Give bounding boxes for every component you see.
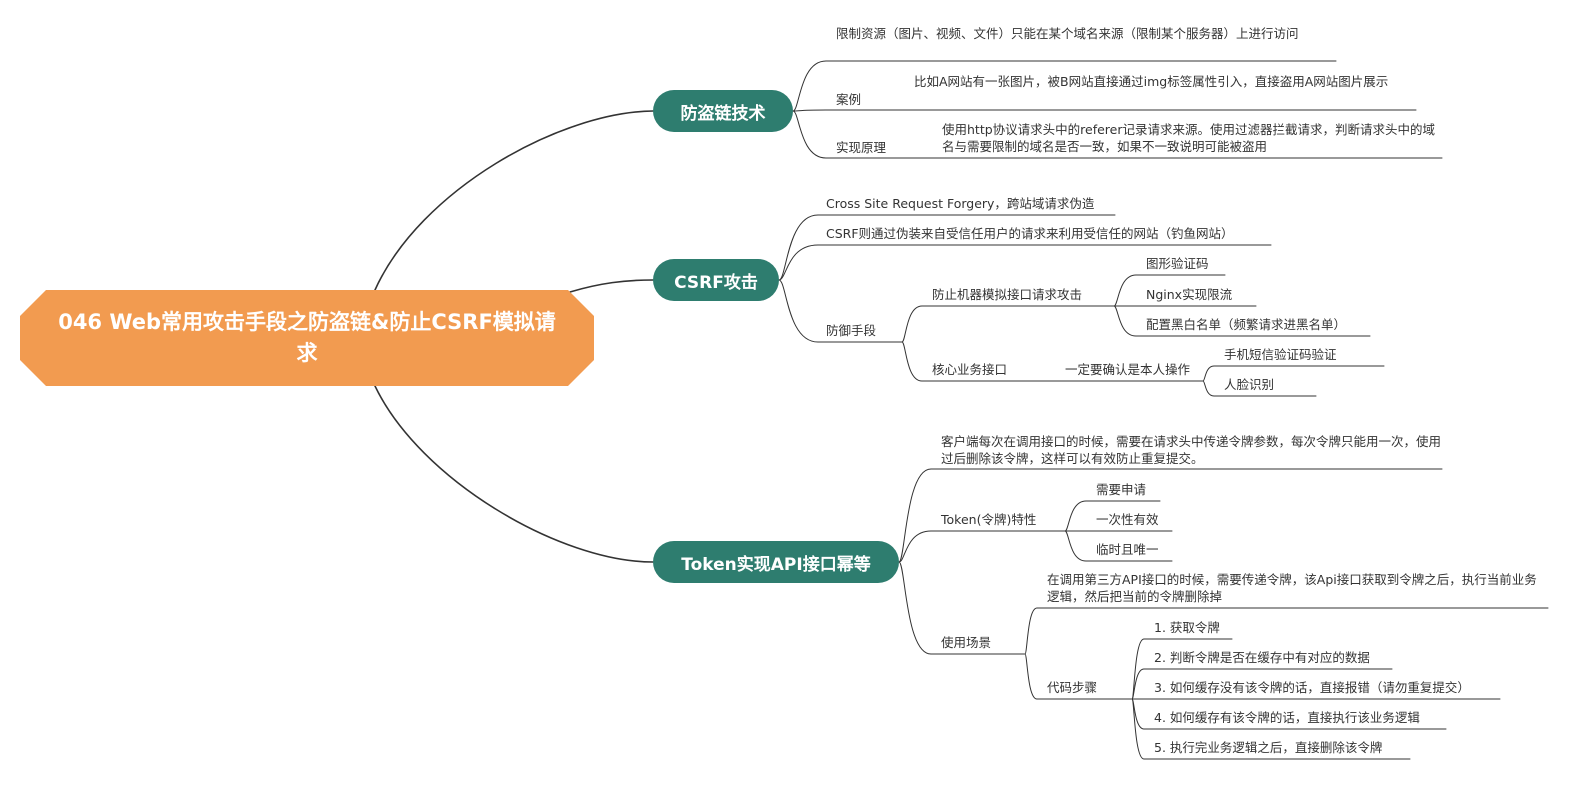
topic-captcha[interactable]: 图形验证码 (1146, 256, 1209, 271)
topic-case[interactable]: 案例 (836, 92, 862, 107)
topic-principle-detail[interactable]: 使用http协议请求头中的referer记录请求来源。使用过滤器拦截请求，判断请… (942, 122, 1436, 154)
topic-confirm-identity[interactable]: 一定要确认是本人操作 (1065, 362, 1191, 377)
confirm-to-sms-line (1202, 365, 1215, 382)
root-to-branch-3-line (374, 385, 654, 563)
bot-to-captcha-line (1113, 274, 1137, 307)
topic-temporary-unique[interactable]: 临时且唯一 (1096, 542, 1159, 557)
topic-code-steps[interactable]: 代码步骤 (1047, 680, 1098, 695)
b1-to-case-line (792, 109, 827, 112)
steps-to-step-2-line (1131, 668, 1145, 700)
b3-to-usecases-line (898, 561, 932, 655)
topic-third-party-api[interactable]: 在调用第三方API接口的时候，需要传递令牌，该Api接口获取到令牌之后，执行当前… (1047, 572, 1537, 604)
root-topic-label: 046 Web常用攻击手段之防盗链&防止CSRF模拟请求 (58, 310, 556, 365)
topic-step-2[interactable]: 2. 判断令牌是否在缓存中有对应的数据 (1154, 650, 1370, 665)
topic-case-detail[interactable]: 比如A网站有一张图片，被B网站直接通过img标签属性引入，直接盗用A网站图片展示 (914, 74, 1389, 89)
topic-principle[interactable]: 实现原理 (836, 140, 887, 155)
branch-csrf-attack[interactable]: CSRF攻击 (653, 259, 779, 301)
topic-step-3[interactable]: 3. 如何缓存没有该令牌的话，直接报错（请勿重复提交） (1154, 680, 1470, 695)
steps-to-step-5-line (1131, 698, 1145, 760)
features-to-unique-line (1064, 530, 1087, 562)
topic-hotlink-definition[interactable]: 限制资源（图片、视频、文件）只能在某个域名来源（限制某个服务器）上进行访问 (836, 26, 1299, 41)
topic-token-description[interactable]: 客户端每次在调用接口的时候，需要在请求头中传递令牌参数，每次令牌只能用一次，使用… (941, 434, 1442, 466)
topic-csrf-definition[interactable]: Cross Site Request Forgery，跨站域请求伪造 (826, 196, 1095, 211)
topic-sms-verification[interactable]: 手机短信验证码验证 (1224, 347, 1337, 362)
topic-step-5[interactable]: 5. 执行完业务逻辑之后，直接删除该令牌 (1154, 740, 1383, 755)
topic-core-business-api[interactable]: 核心业务接口 (932, 362, 1008, 377)
topic-step-1[interactable]: 1. 获取令牌 (1154, 620, 1220, 635)
usecases-to-steps-line (1024, 653, 1038, 700)
b3-to-features-line (898, 530, 932, 563)
topic-prevent-bot-requests[interactable]: 防止机器模拟接口请求攻击 (932, 287, 1083, 302)
topic-use-cases[interactable]: 使用场景 (941, 635, 992, 650)
topic-one-time-valid[interactable]: 一次性有效 (1096, 512, 1159, 527)
defense-to-bot-line (901, 305, 923, 343)
branch-label: 防盗链技术 (680, 103, 766, 124)
bot-to-list-line (1113, 305, 1137, 337)
branch-label: Token实现API接口幂等 (681, 554, 871, 575)
b1-to-definition-line (792, 60, 827, 112)
b2-to-description-line (778, 244, 819, 281)
topic-step-4[interactable]: 4. 如何缓存有该令牌的话，直接执行该业务逻辑 (1154, 710, 1420, 725)
branch-label: CSRF攻击 (674, 272, 758, 293)
topic-defense-methods[interactable]: 防御手段 (826, 323, 877, 338)
defense-to-core-line (901, 341, 923, 382)
root-to-branch-1-line (374, 110, 654, 291)
b1-to-principle-line (792, 110, 827, 159)
topic-need-apply[interactable]: 需要申请 (1096, 482, 1147, 497)
topic-csrf-description[interactable]: CSRF则通过伪装来自受信任用户的请求来利用受信任的网站（钓鱼网站） (826, 226, 1234, 241)
topic-nginx-rate-limit[interactable]: Nginx实现限流 (1146, 287, 1233, 302)
b2-to-defense-line (778, 279, 819, 343)
usecases-to-thirdparty-line (1024, 607, 1038, 655)
topic-blacklist-whitelist[interactable]: 配置黑白名单（频繁请求进黑名单） (1146, 317, 1347, 332)
root-topic[interactable]: 046 Web常用攻击手段之防盗链&防止CSRF模拟请求 (20, 290, 594, 386)
features-to-apply-line (1064, 500, 1087, 532)
branch-token-idempotency[interactable]: Token实现API接口幂等 (653, 541, 899, 583)
topic-face-recognition[interactable]: 人脸识别 (1224, 377, 1275, 392)
confirm-to-face-line (1202, 380, 1215, 397)
topic-token-features[interactable]: Token(令牌)特性 (941, 512, 1037, 527)
b2-to-definition-line (778, 214, 819, 281)
b3-to-description-line (898, 468, 932, 563)
branch-anti-hotlinking[interactable]: 防盗链技术 (653, 90, 793, 132)
root-to-branch-2-line (569, 279, 654, 293)
